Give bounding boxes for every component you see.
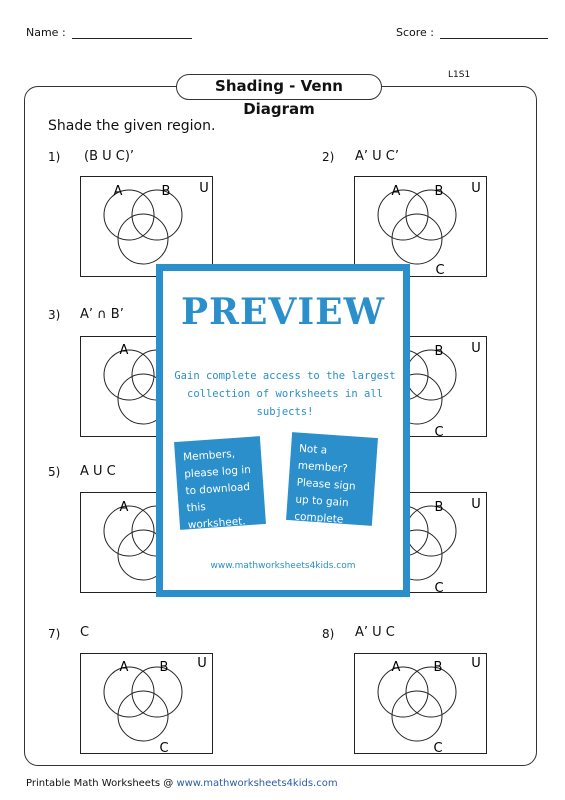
universal-label: U bbox=[471, 341, 481, 356]
universal-label: U bbox=[471, 497, 481, 512]
set-b-circle[interactable] bbox=[405, 349, 457, 401]
set-a-circle[interactable] bbox=[103, 666, 155, 718]
set-a-label: A bbox=[392, 660, 401, 675]
preview-url-link[interactable]: www.mathworksheets4kids.com bbox=[210, 561, 356, 571]
sign-up-text: Not a member? Please sign up to gain com… bbox=[292, 442, 357, 543]
question-expression: A’ ∩ B’ bbox=[80, 307, 124, 322]
set-a-label: A bbox=[120, 343, 129, 358]
universal-rect bbox=[354, 653, 487, 754]
universal-label: U bbox=[199, 181, 209, 196]
set-a-label: A bbox=[392, 184, 401, 199]
universal-rect bbox=[80, 176, 213, 277]
set-a-label: A bbox=[120, 660, 129, 675]
preview-overlay: PREVIEW Gain complete access to the larg… bbox=[156, 264, 410, 597]
footer-url-link[interactable]: www.mathworksheets4kids.com bbox=[176, 778, 338, 789]
universal-rect bbox=[354, 176, 487, 277]
set-b-circle[interactable] bbox=[405, 189, 457, 241]
set-a-circle[interactable] bbox=[103, 349, 155, 401]
question-number: 7) bbox=[48, 627, 61, 641]
set-b-label: B bbox=[435, 184, 444, 199]
set-b-label: B bbox=[160, 660, 169, 675]
name-label: Name : bbox=[26, 26, 66, 39]
set-b-label: B bbox=[434, 660, 443, 675]
sheet-code: L1S1 bbox=[448, 70, 471, 80]
set-a-label: A bbox=[114, 184, 123, 199]
set-b-circle[interactable] bbox=[131, 666, 183, 718]
set-c-label: C bbox=[434, 581, 443, 593]
name-line[interactable] bbox=[71, 26, 192, 39]
set-a-label: A bbox=[120, 500, 129, 515]
set-c-circle[interactable] bbox=[391, 213, 443, 265]
set-b-label: B bbox=[435, 500, 444, 515]
venn-diagram[interactable]: A B U bbox=[80, 176, 213, 277]
preview-heading: PREVIEW bbox=[180, 291, 386, 333]
question-number: 3) bbox=[48, 308, 61, 322]
footer-prefix: Printable Math Worksheets @ bbox=[26, 778, 177, 789]
members-login-text: Members, please log in to download this … bbox=[182, 447, 252, 532]
set-a-circle[interactable] bbox=[103, 189, 155, 241]
set-c-label: C bbox=[159, 741, 168, 754]
set-c-label: C bbox=[433, 741, 442, 754]
question-number: 1) bbox=[48, 150, 61, 164]
set-b-circle[interactable] bbox=[405, 505, 457, 557]
instruction-text: Shade the given region. bbox=[48, 118, 216, 134]
universal-label: U bbox=[197, 656, 207, 671]
set-c-label: C bbox=[435, 263, 444, 277]
score-label: Score : bbox=[396, 26, 435, 39]
question-expression: C bbox=[80, 625, 90, 640]
preview-message: Gain complete access to the largest coll… bbox=[174, 370, 396, 418]
set-a-circle[interactable] bbox=[377, 189, 429, 241]
worksheet-title: Shading - Venn Diagram bbox=[176, 74, 382, 118]
question-expression: A’ U C bbox=[355, 625, 395, 640]
venn-diagram[interactable]: A B C U bbox=[354, 653, 487, 754]
members-login-button[interactable]: Members, please log in to download this … bbox=[174, 436, 266, 532]
question-expression: A U C bbox=[80, 464, 116, 479]
universal-label: U bbox=[471, 181, 481, 196]
set-c-circle[interactable] bbox=[117, 213, 169, 265]
universal-rect bbox=[80, 653, 213, 754]
set-b-label: B bbox=[435, 344, 444, 359]
question-expression: (B U C)’ bbox=[84, 149, 135, 164]
sign-up-button[interactable]: Not a member? Please sign up to gain com… bbox=[286, 432, 378, 542]
set-c-circle[interactable] bbox=[391, 690, 443, 742]
question-expression: A’ U C’ bbox=[355, 149, 400, 164]
question-number: 8) bbox=[322, 627, 335, 641]
set-b-label: B bbox=[162, 184, 171, 199]
universal-label: U bbox=[471, 656, 481, 671]
name-field[interactable]: Name : bbox=[26, 26, 192, 39]
set-c-circle[interactable] bbox=[117, 690, 169, 742]
score-line[interactable] bbox=[440, 26, 549, 39]
set-a-circle[interactable] bbox=[103, 505, 155, 557]
venn-diagram[interactable]: A B C U bbox=[80, 653, 213, 754]
set-a-circle[interactable] bbox=[377, 666, 429, 718]
set-c-label: C bbox=[434, 425, 443, 437]
venn-diagram[interactable]: A B C U bbox=[354, 176, 487, 277]
set-b-circle[interactable] bbox=[131, 189, 183, 241]
footer: Printable Math Worksheets @ www.mathwork… bbox=[26, 778, 338, 789]
score-field[interactable]: Score : bbox=[396, 26, 549, 39]
set-b-circle[interactable] bbox=[405, 666, 457, 718]
question-number: 5) bbox=[48, 465, 61, 479]
question-number: 2) bbox=[322, 150, 335, 164]
